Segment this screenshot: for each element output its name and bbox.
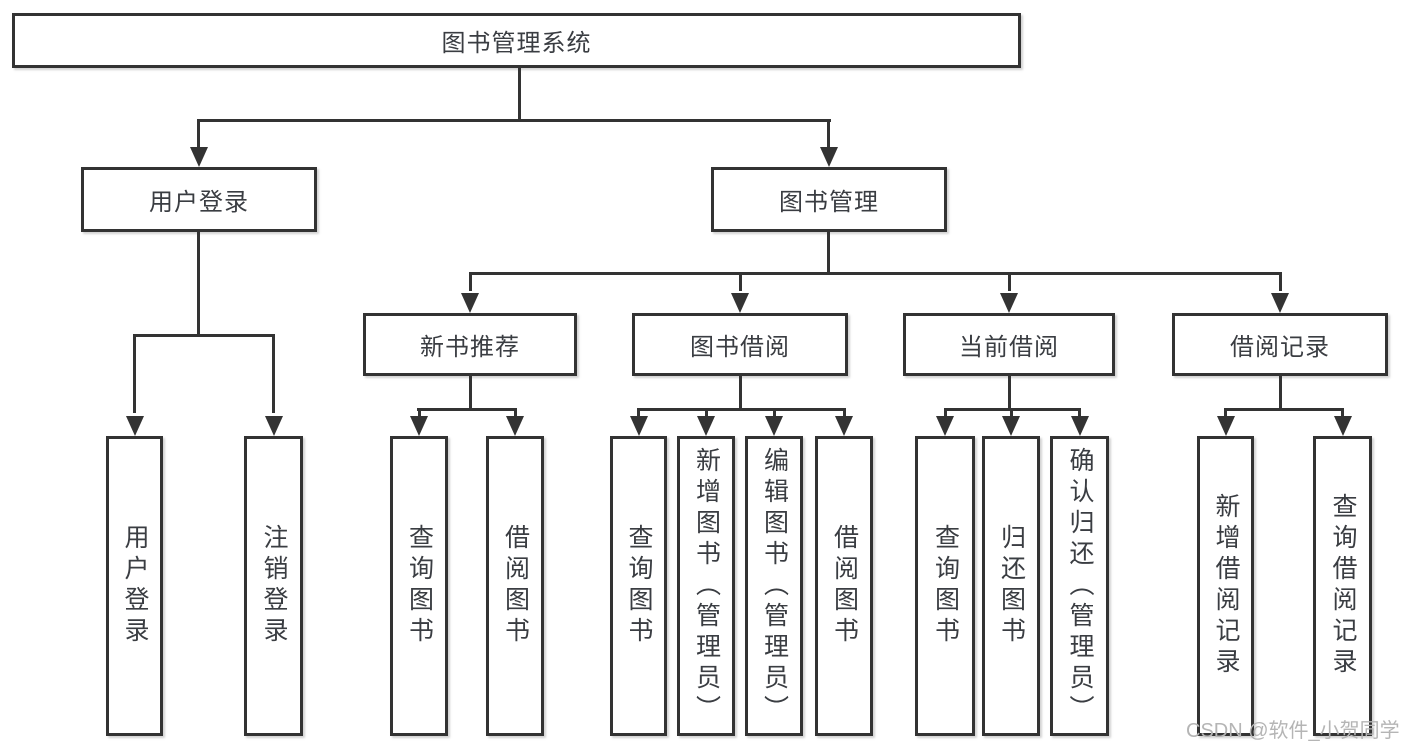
- leaf-label: 查询图书: [405, 524, 434, 648]
- leaf-label: 用户登录: [121, 524, 149, 648]
- leaf-label: 归还图书: [997, 524, 1026, 648]
- leaf-return-books: 归还图书: [982, 436, 1040, 736]
- leaf-label: 新增借阅记录: [1212, 493, 1240, 679]
- connector-line: [469, 272, 1282, 275]
- connector-line: [1279, 275, 1282, 291]
- connector-line: [1010, 408, 1013, 416]
- csdn-watermark: CSDN @软件_小贺同学: [1186, 720, 1400, 742]
- arrow-down-icon: [731, 293, 749, 313]
- connector-line: [773, 408, 776, 416]
- node-book-borrowing: 图书借阅: [632, 313, 848, 376]
- node-label: 借阅记录: [1230, 334, 1330, 361]
- arrow-down-icon: [1271, 293, 1289, 313]
- arrow-down-icon: [126, 416, 144, 436]
- arrow-down-icon: [410, 416, 428, 436]
- connector-line: [1341, 408, 1344, 416]
- connector-line: [133, 337, 136, 413]
- connector-line: [827, 122, 830, 148]
- node-label: 图书管理系统: [441, 30, 592, 57]
- node-label: 图书借阅: [690, 334, 790, 361]
- connector-line: [1279, 376, 1282, 409]
- arrow-down-icon: [630, 416, 648, 436]
- leaf-query-books-current: 查询图书: [915, 436, 975, 736]
- arrow-down-icon: [1002, 416, 1020, 436]
- leaf-label: 借阅图书: [501, 524, 530, 648]
- connector-line: [469, 376, 472, 409]
- leaf-label: 编辑图书（管理员）: [760, 446, 789, 726]
- node-library-management-system: 图书管理系统: [12, 13, 1021, 68]
- leaf-user-login: 用户登录: [106, 436, 163, 736]
- connector-line: [518, 68, 521, 119]
- leaf-label: 新增图书（管理员）: [692, 446, 721, 726]
- connector-line: [197, 122, 200, 148]
- node-label: 用户登录: [149, 189, 249, 216]
- connector-line: [417, 408, 517, 411]
- arrow-down-icon: [936, 416, 954, 436]
- leaf-label: 查询借阅记录: [1329, 493, 1357, 679]
- leaf-query-borrowing-record: 查询借阅记录: [1313, 436, 1372, 736]
- arrow-down-icon: [820, 147, 838, 167]
- connector-line: [843, 408, 846, 416]
- leaf-borrow-books-borrowing: 借阅图书: [815, 436, 873, 736]
- arrow-down-icon: [506, 416, 524, 436]
- connector-line: [469, 275, 472, 291]
- node-borrowing-records: 借阅记录: [1172, 313, 1388, 376]
- arrow-down-icon: [190, 147, 208, 167]
- connector-line: [1008, 275, 1011, 291]
- leaf-label: 确认归还（管理员）: [1066, 446, 1094, 726]
- connector-line: [418, 408, 421, 416]
- node-label: 图书管理: [779, 189, 879, 216]
- connector-line: [637, 408, 845, 411]
- connector-line: [1224, 408, 1227, 416]
- leaf-logout: 注销登录: [244, 436, 303, 736]
- connector-line: [739, 376, 742, 409]
- leaf-borrow-books-recommendation: 借阅图书: [486, 436, 544, 736]
- node-book-management: 图书管理: [711, 167, 947, 232]
- leaf-edit-book-admin: 编辑图书（管理员）: [745, 436, 803, 736]
- connector-line: [1078, 408, 1081, 416]
- node-user-login: 用户登录: [81, 167, 317, 232]
- connector-line: [1008, 376, 1011, 409]
- arrow-down-icon: [697, 416, 715, 436]
- connector-line: [197, 119, 831, 122]
- connector-line: [739, 275, 742, 291]
- leaf-query-books-borrowing: 查询图书: [610, 436, 667, 736]
- connector-line: [133, 334, 275, 337]
- connector-line: [514, 408, 517, 416]
- node-current-borrowing: 当前借阅: [903, 313, 1115, 376]
- leaf-add-book-admin: 新增图书（管理员）: [677, 436, 735, 736]
- leaf-query-books-recommendation: 查询图书: [390, 436, 448, 736]
- arrow-down-icon: [1217, 416, 1235, 436]
- node-label: 当前借阅: [959, 334, 1059, 361]
- connector-line: [827, 232, 830, 274]
- leaf-label: 查询图书: [931, 524, 960, 648]
- connector-line: [705, 408, 708, 416]
- leaf-confirm-return-admin: 确认归还（管理员）: [1050, 436, 1109, 736]
- arrow-down-icon: [265, 416, 283, 436]
- connector-line: [637, 408, 640, 416]
- connector-line: [1224, 408, 1344, 411]
- connector-line: [197, 232, 200, 335]
- arrow-down-icon: [835, 416, 853, 436]
- node-label: 新书推荐: [420, 334, 520, 361]
- leaf-label: 借阅图书: [830, 524, 859, 648]
- connector-line: [272, 337, 275, 413]
- connector-line: [944, 408, 947, 416]
- arrow-down-icon: [461, 293, 479, 313]
- arrow-down-icon: [765, 416, 783, 436]
- leaf-label: 查询图书: [625, 524, 653, 648]
- arrow-down-icon: [1334, 416, 1352, 436]
- node-new-book-recommendation: 新书推荐: [363, 313, 577, 376]
- leaf-label: 注销登录: [260, 524, 288, 648]
- arrow-down-icon: [1071, 416, 1089, 436]
- arrow-down-icon: [1000, 293, 1018, 313]
- leaf-add-borrowing-record: 新增借阅记录: [1197, 436, 1254, 736]
